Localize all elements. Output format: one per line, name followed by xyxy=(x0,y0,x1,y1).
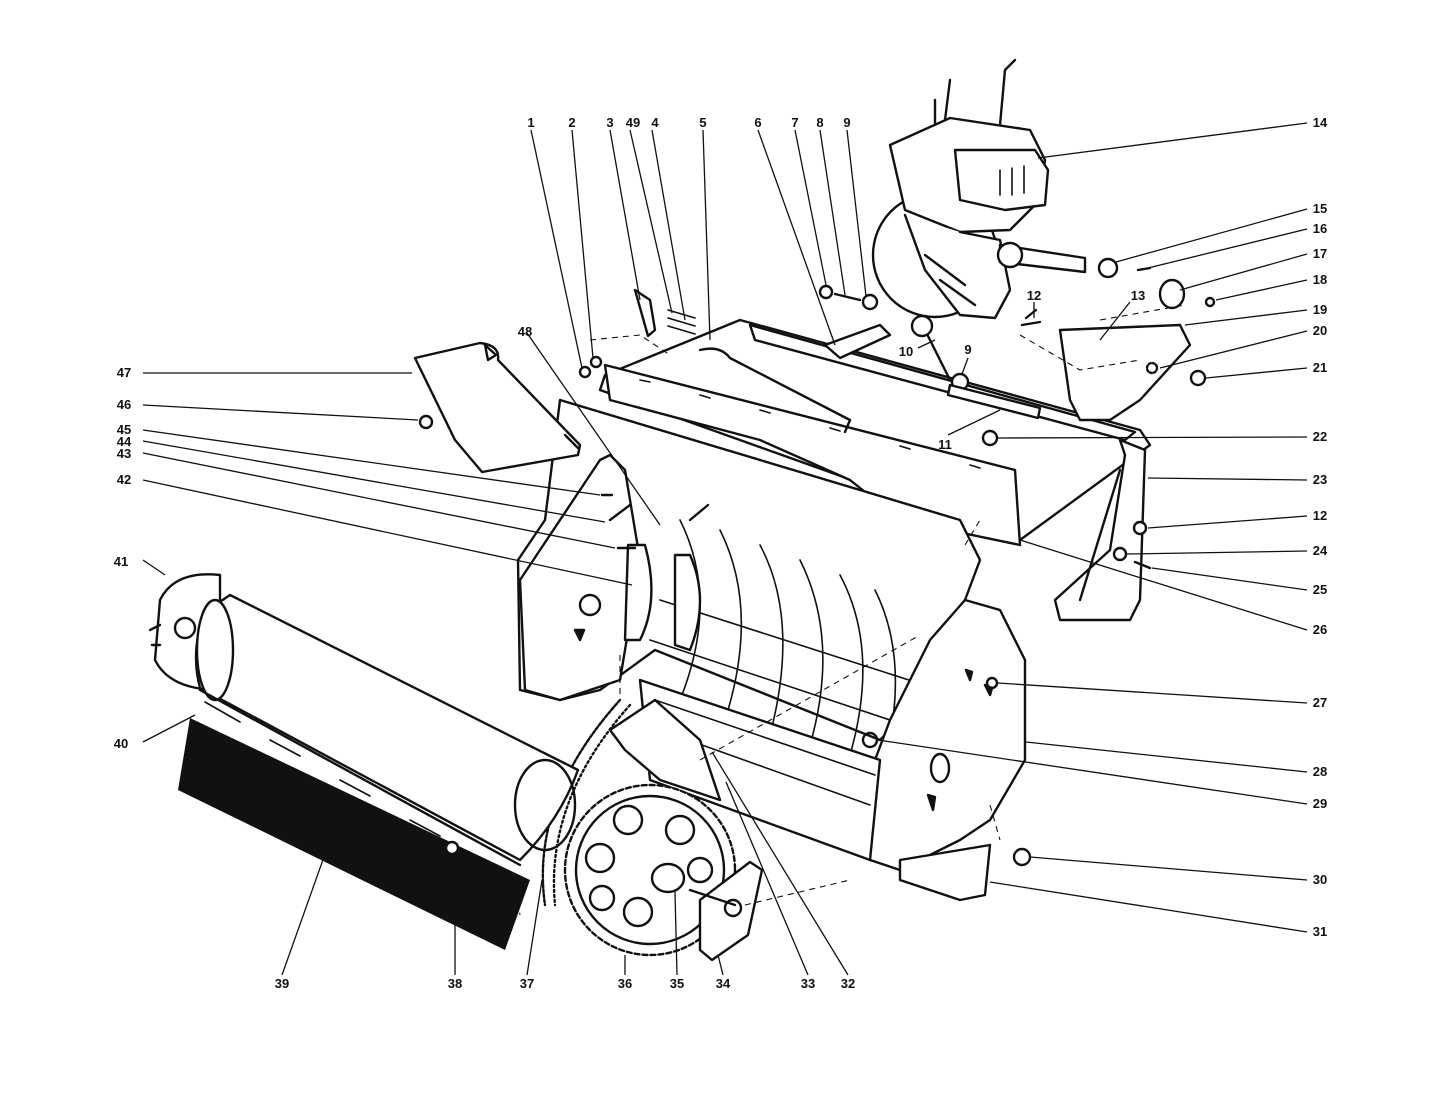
callout-5: 5 xyxy=(699,115,706,130)
callout-49: 49 xyxy=(626,115,640,130)
callout-2: 2 xyxy=(568,115,575,130)
callout-20: 20 xyxy=(1313,323,1327,338)
callout-42: 42 xyxy=(117,472,131,487)
callout-40: 40 xyxy=(114,736,128,751)
callout-14: 14 xyxy=(1313,115,1328,130)
callout-10: 10 xyxy=(899,344,913,359)
callout-41: 41 xyxy=(114,554,128,569)
callout-46: 46 xyxy=(117,397,131,412)
callout-45: 45 xyxy=(117,422,131,437)
callout-30: 30 xyxy=(1313,872,1327,887)
assembly-lines xyxy=(514,304,1186,916)
shave-plate xyxy=(178,718,530,950)
callout-33: 33 xyxy=(801,976,815,991)
callout-27: 27 xyxy=(1313,695,1327,710)
callout-48: 48 xyxy=(518,324,532,339)
engine-assembly xyxy=(871,58,1087,320)
callout-17: 17 xyxy=(1313,246,1327,261)
callout-9b: 9 xyxy=(964,342,971,357)
hardware-parts xyxy=(418,257,1216,867)
rotor-drum xyxy=(194,593,580,867)
callout-21: 21 xyxy=(1313,360,1327,375)
callout-9: 9 xyxy=(843,115,850,130)
callout-24: 24 xyxy=(1313,543,1328,558)
callout-8: 8 xyxy=(816,115,823,130)
callout-7: 7 xyxy=(791,115,798,130)
callout-labels: 1 2 3 49 4 5 6 7 8 9 14 15 16 17 18 12 1… xyxy=(114,115,1328,991)
callout-18: 18 xyxy=(1313,272,1327,287)
callout-19: 19 xyxy=(1313,302,1327,317)
callout-6: 6 xyxy=(754,115,761,130)
callout-12b: 12 xyxy=(1313,508,1327,523)
callout-22: 22 xyxy=(1313,429,1327,444)
callout-23: 23 xyxy=(1313,472,1327,487)
deflector-shield xyxy=(413,341,582,474)
callout-28: 28 xyxy=(1313,764,1327,779)
callout-38: 38 xyxy=(448,976,462,991)
callout-36: 36 xyxy=(618,976,632,991)
callout-13: 13 xyxy=(1131,288,1145,303)
bearing-flange xyxy=(688,860,764,962)
callout-29: 29 xyxy=(1313,796,1327,811)
sprocket-and-chain xyxy=(541,698,737,957)
callout-11: 11 xyxy=(938,437,952,452)
side-plate-right xyxy=(868,598,1027,872)
callout-25: 25 xyxy=(1313,582,1327,597)
callout-32: 32 xyxy=(841,976,855,991)
callout-37: 37 xyxy=(520,976,534,991)
callout-39: 39 xyxy=(275,976,289,991)
callout-12: 12 xyxy=(1027,288,1041,303)
callout-43: 43 xyxy=(117,446,131,461)
leader-lines xyxy=(142,122,1308,976)
callout-1: 1 xyxy=(527,115,534,130)
callout-26: 26 xyxy=(1313,622,1327,637)
callout-4: 4 xyxy=(651,115,659,130)
callout-35: 35 xyxy=(670,976,684,991)
callout-44: 44 xyxy=(117,434,132,449)
callout-31: 31 xyxy=(1313,924,1327,939)
callout-15: 15 xyxy=(1313,201,1327,216)
callout-34: 34 xyxy=(716,976,731,991)
callout-47: 47 xyxy=(117,365,131,380)
callout-16: 16 xyxy=(1313,221,1327,236)
callout-3: 3 xyxy=(606,115,613,130)
auger-housing xyxy=(516,398,982,761)
